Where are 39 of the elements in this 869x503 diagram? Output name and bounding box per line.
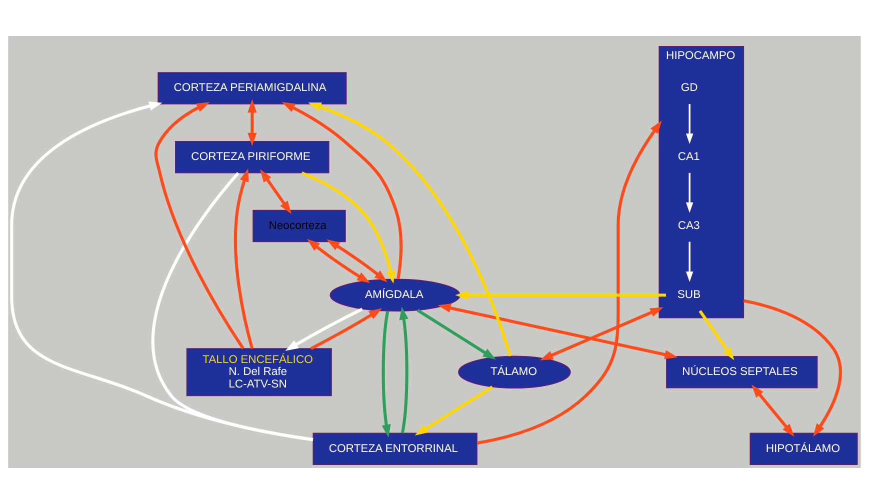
node-text: CA1 (678, 150, 700, 163)
node-text: GD (680, 82, 698, 94)
arrow (282, 101, 402, 279)
arrow (234, 168, 254, 348)
arrow (306, 238, 370, 283)
arrow (248, 98, 257, 146)
node-box: CORTEZA PIRIFORME (175, 140, 330, 173)
arrow (455, 290, 666, 300)
arrow (438, 303, 678, 359)
node-text: CA3 (678, 219, 700, 232)
arrow (326, 238, 388, 282)
arrow (743, 298, 842, 436)
node-box: Neocorteza (252, 209, 346, 242)
node-box: CORTEZA PERIAMIGDALINA (158, 72, 347, 104)
arrow (476, 120, 662, 444)
node-box: HIPOTÁLAMO (750, 432, 858, 464)
arrow (751, 384, 794, 436)
arrow (260, 168, 292, 214)
arrow (416, 308, 496, 360)
node-ellipse: AMÍGDALA (330, 278, 460, 311)
node-box: TALLO ENCEFÁLICO N. Del Rafe LC-ATV-SN (186, 348, 332, 396)
node-text: SUB (677, 288, 701, 301)
arrow (285, 307, 363, 350)
arrow (382, 310, 391, 438)
arrow (686, 241, 694, 282)
arrow (308, 102, 512, 356)
arrow (301, 170, 395, 284)
node-ellipse: TÁLAMO (458, 355, 571, 388)
arrow (540, 306, 664, 360)
arrow (399, 306, 408, 433)
arrow (686, 172, 694, 212)
arrow (686, 104, 694, 144)
arrow (310, 308, 382, 350)
arrow (414, 385, 494, 436)
arrow (10, 101, 314, 441)
connector (152, 172, 314, 440)
node-box: CORTEZA ENTORRINAL (312, 432, 478, 464)
arrow (154, 101, 244, 349)
node-box: NÚCLEOS SEPTALES (666, 356, 818, 388)
